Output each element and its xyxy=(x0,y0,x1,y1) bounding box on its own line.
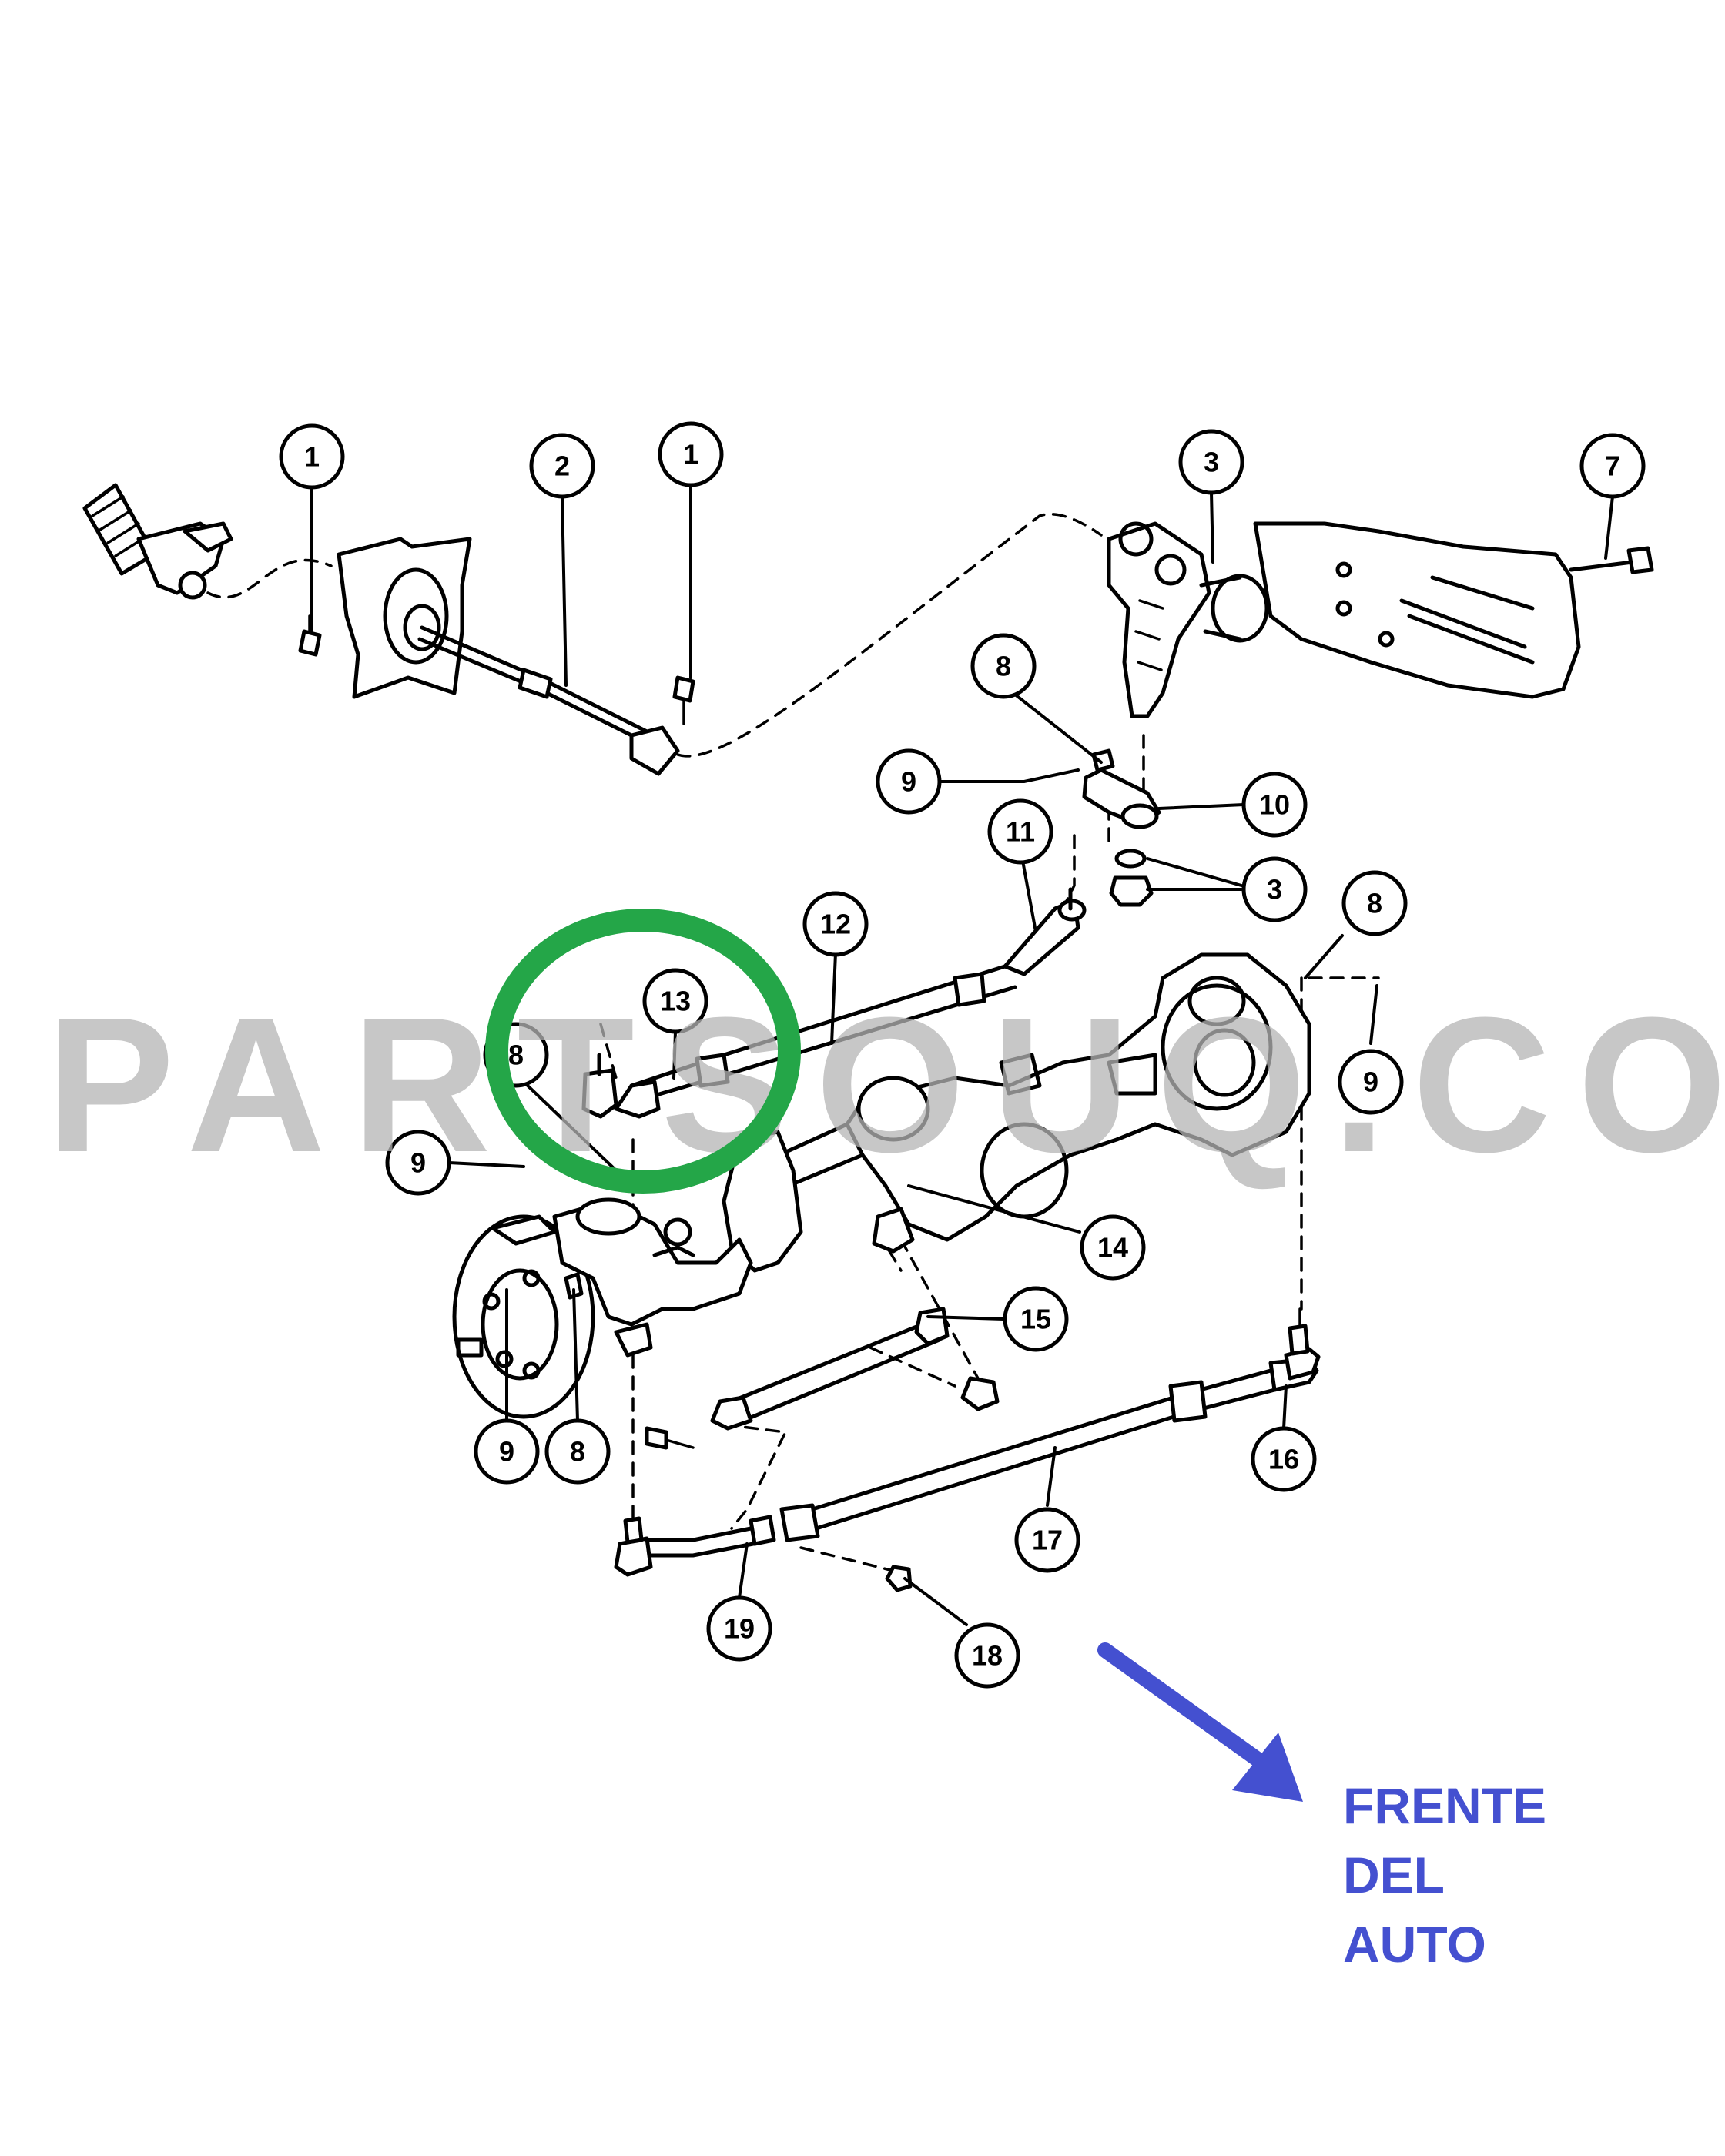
steering-gear xyxy=(1082,521,1269,907)
callout-9-drag-link-end: 9 xyxy=(385,1130,451,1196)
svg-text:18: 18 xyxy=(972,1640,1003,1672)
note-line-1: FRENTE xyxy=(1343,1777,1546,1834)
svg-text:1: 1 xyxy=(304,441,320,473)
callout-3-steering-gear: 3 xyxy=(1178,429,1244,495)
callout-16: 16 xyxy=(1251,1426,1317,1492)
svg-text:11: 11 xyxy=(1006,816,1035,848)
intermediate-shaft-assembly xyxy=(82,483,695,776)
front-of-vehicle-note: FRENTE DEL AUTO xyxy=(1343,1771,1674,1979)
front-direction-arrow-icon xyxy=(1097,1642,1303,1802)
callout-15: 15 xyxy=(1003,1286,1069,1352)
callout-14: 14 xyxy=(1080,1214,1146,1281)
svg-text:3: 3 xyxy=(1204,447,1219,478)
highlight-circle xyxy=(485,909,801,1194)
svg-text:8: 8 xyxy=(570,1436,585,1468)
note-line-2: DEL xyxy=(1343,1846,1445,1903)
svg-text:12: 12 xyxy=(820,909,851,940)
svg-text:16: 16 xyxy=(1268,1444,1299,1475)
callout-12: 12 xyxy=(802,891,869,957)
callout-13: 13 xyxy=(642,968,708,1034)
svg-text:13: 13 xyxy=(660,986,691,1017)
callout-3-nut-washer: 3 xyxy=(1241,856,1308,922)
svg-text:14: 14 xyxy=(1097,1232,1128,1264)
svg-text:8: 8 xyxy=(996,651,1011,682)
callout-8-axle-right: 8 xyxy=(1341,870,1408,936)
callout-11: 11 xyxy=(987,798,1053,865)
svg-text:7: 7 xyxy=(1605,450,1620,482)
svg-text:8: 8 xyxy=(1367,888,1382,919)
callout-1-upper-left: 1 xyxy=(279,424,345,490)
frame-rail xyxy=(1253,521,1654,699)
svg-text:9: 9 xyxy=(1363,1066,1378,1098)
svg-text:9: 9 xyxy=(499,1436,514,1468)
svg-text:10: 10 xyxy=(1259,789,1290,821)
svg-text:19: 19 xyxy=(724,1613,755,1645)
callout-10: 10 xyxy=(1241,772,1308,838)
svg-text:1: 1 xyxy=(683,439,698,470)
drag-link xyxy=(581,887,1087,1119)
svg-text:17: 17 xyxy=(1032,1525,1063,1556)
svg-text:3: 3 xyxy=(1267,874,1282,906)
svg-text:9: 9 xyxy=(901,766,916,798)
callout-17: 17 xyxy=(1014,1507,1080,1573)
callout-7: 7 xyxy=(1579,433,1646,499)
callout-1-upper-center: 1 xyxy=(658,421,724,487)
callout-9-knuckle: 9 xyxy=(474,1418,540,1485)
left-knuckle-and-rotor xyxy=(452,1197,753,1419)
watermark-text: PARTSOUQ.COM xyxy=(46,977,1725,1192)
svg-text:9: 9 xyxy=(410,1147,426,1179)
leader-lines xyxy=(310,482,1614,1626)
callout-8-pitman: 8 xyxy=(970,633,1037,699)
svg-text:15: 15 xyxy=(1020,1304,1051,1335)
front-axle-housing xyxy=(722,952,1311,1273)
callout-2: 2 xyxy=(529,433,595,499)
svg-text:2: 2 xyxy=(554,450,570,482)
callout-9-pitman: 9 xyxy=(876,748,942,815)
callout-9-axle-right: 9 xyxy=(1338,1049,1404,1115)
callout-18: 18 xyxy=(954,1622,1020,1689)
track-bar xyxy=(645,1307,1000,1450)
tie-rod xyxy=(749,1307,1321,1546)
callout-8-knuckle: 8 xyxy=(544,1418,611,1485)
note-line-3: AUTO xyxy=(1343,1916,1486,1973)
callout-19: 19 xyxy=(706,1595,772,1662)
svg-text:8: 8 xyxy=(508,1040,524,1071)
left-tie-rod-end xyxy=(614,1516,913,1592)
